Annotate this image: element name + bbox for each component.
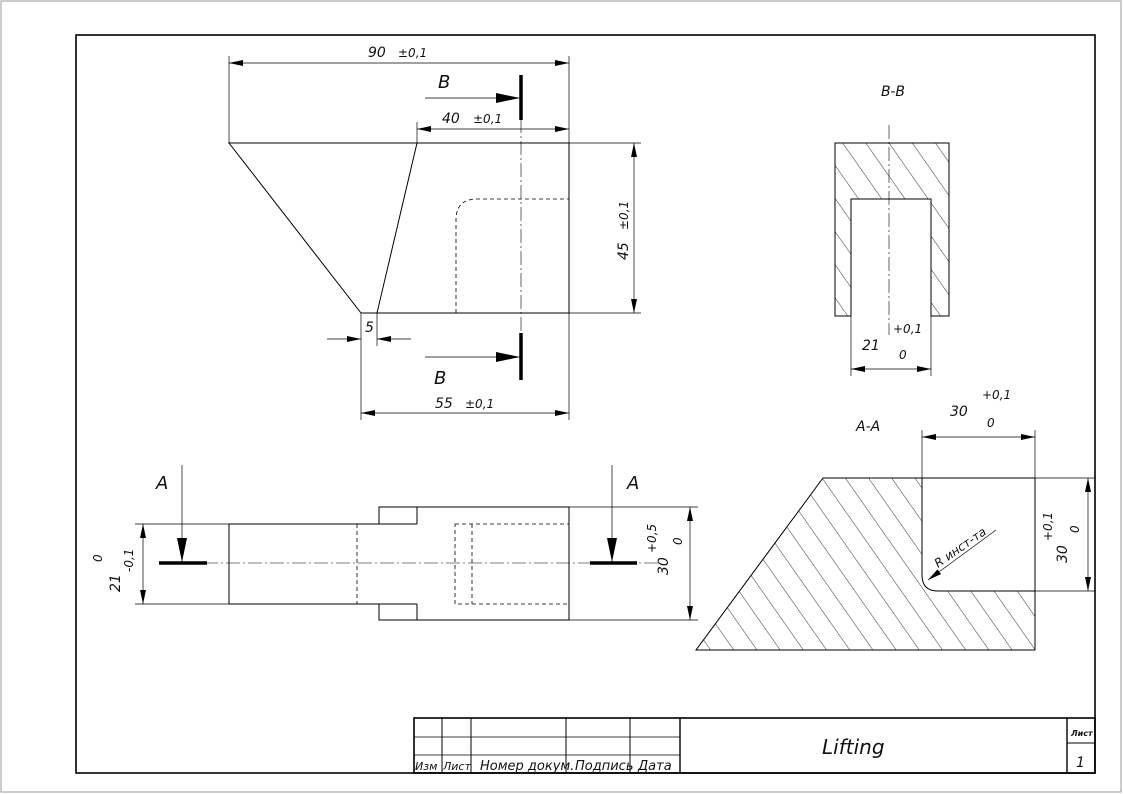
header-signature: Подпись — [575, 759, 633, 774]
tol-lower-width: 0 — [987, 416, 995, 430]
header-doc-number: Номер докум. — [480, 759, 574, 774]
tol-90: ±0,1 — [398, 46, 427, 60]
sheet-label: Лист — [1070, 729, 1094, 738]
radius-note: R инст-та — [932, 525, 989, 571]
section-a-a-title: A-A — [855, 419, 880, 435]
top-view-inner-edge — [376, 142, 418, 314]
dim-21-bb: 21 — [862, 338, 880, 354]
section-label-b-bottom: B — [434, 368, 446, 389]
section-b-b-title: B-B — [881, 84, 905, 100]
section-label-a-right: A — [626, 473, 639, 494]
dim-21-front: 21 — [108, 574, 124, 592]
dim-30-height: 30 — [1055, 545, 1071, 563]
section-a-a: A-A 30 +0,1 0 30 +0,1 0 R инст-та — [695, 388, 1095, 651]
tol-45: ±0,1 — [617, 201, 631, 230]
dim-30-width: 30 — [950, 404, 968, 420]
dim-45: 45 — [616, 242, 632, 260]
sheet-number: 1 — [1076, 755, 1085, 771]
hidden-pocket — [455, 198, 569, 313]
title-block: Изм Лист Номер докум. Подпись Дата Lifti… — [413, 717, 1096, 774]
header-date: Дата — [637, 759, 672, 774]
section-b-b: B-B 21 +0,1 0 — [834, 84, 950, 376]
dim-55: 55 — [435, 396, 453, 412]
tol-lower-30-front: 0 — [671, 537, 685, 545]
dim-90: 90 — [368, 45, 386, 61]
top-view: 90 ±0,1 40 ±0,1 45 ±0,1 5 55 ±0,1 B B — [227, 45, 641, 420]
header-list: Лист — [442, 760, 471, 773]
tol-lower-21-front: -0,1 — [122, 549, 136, 572]
front-view: A A 21 0 -0,1 30 +0,5 0 — [91, 465, 698, 621]
tol-lower-bb: 0 — [899, 348, 907, 362]
dim-30-front: 30 — [656, 557, 672, 575]
drawing-title: Lifting — [822, 735, 885, 759]
tol-upper-21-front: 0 — [91, 554, 105, 562]
dim-40: 40 — [442, 111, 460, 127]
radius-leader — [927, 529, 997, 581]
top-view-outline — [227, 142, 570, 314]
tol-lower-height: 0 — [1068, 525, 1082, 533]
section-label-a-left: A — [155, 473, 168, 494]
tol-upper-height: +0,1 — [1041, 512, 1055, 541]
tol-upper-width: +0,1 — [982, 388, 1011, 402]
section-b-b-body — [834, 142, 950, 317]
tol-55: ±0,1 — [465, 397, 494, 411]
section-label-b-top: B — [438, 72, 450, 93]
tol-upper-30-front: +0,5 — [645, 524, 659, 553]
section-a-a-body — [695, 477, 1036, 651]
tol-40: ±0,1 — [473, 112, 502, 126]
header-izm: Изм — [415, 760, 437, 773]
tol-upper-bb: +0,1 — [893, 322, 922, 336]
dim-5: 5 — [365, 320, 374, 336]
hidden-pocket-front — [454, 523, 570, 605]
